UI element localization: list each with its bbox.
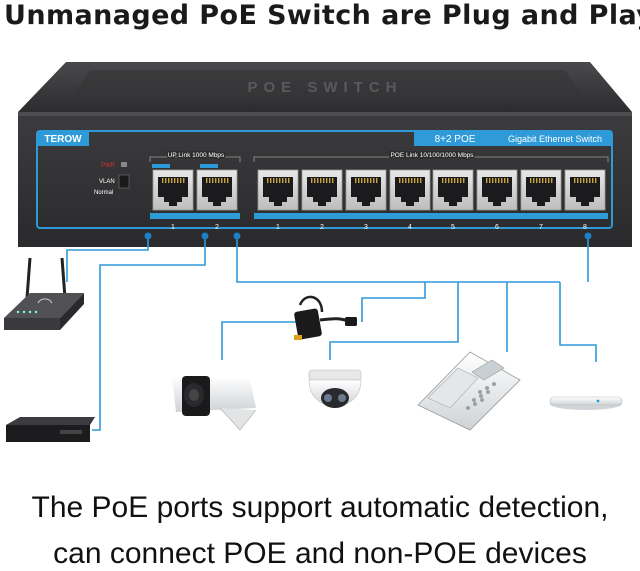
ip-phone-icon	[417, 351, 521, 431]
poe-port[interactable]	[432, 169, 474, 211]
nvr-recorder-icon	[6, 417, 95, 442]
poe-group: POE Link 10/100/1000 Mbps	[253, 151, 609, 219]
poe-number: 5	[451, 224, 455, 231]
poe-number: 3	[364, 224, 368, 231]
caption-line-1: The PoE ports support automatic detectio…	[31, 491, 609, 524]
port-numbers: 1 2 1 2 3 4 5 6 7 8	[171, 224, 587, 231]
headline: Unmanaged PoE Switch are Plug and Play	[4, 0, 640, 31]
wifi-router-icon	[4, 257, 84, 330]
port-row	[152, 169, 606, 211]
pwr-led	[121, 162, 127, 167]
poe-port[interactable]	[476, 169, 518, 211]
poe-port[interactable]	[564, 169, 606, 211]
uplink-number: 2	[215, 224, 219, 231]
switch-front-panel: TEROW 8+2 POE Gigabit Ethernet Switch	[36, 130, 613, 229]
poe-number: 1	[276, 224, 280, 231]
poe-port[interactable]	[345, 169, 387, 211]
uplink-label: UP Link 1000 Mbps	[168, 152, 225, 159]
poe-label: POE Link 10/100/1000 Mbps	[390, 152, 474, 159]
switch-top-label: POE SWITCH	[247, 79, 402, 96]
uplink-number: 1	[171, 224, 175, 231]
connection-lines	[66, 236, 597, 431]
status-indicators: PWR VLAN Normal	[94, 162, 130, 196]
switch-description: Gigabit Ethernet Switch	[508, 134, 602, 144]
dome-camera-icon	[308, 369, 362, 408]
poe-port[interactable]	[389, 169, 431, 211]
brand-logo: TEROW	[44, 134, 82, 145]
uplink-group: UP Link 1000 Mbps	[149, 151, 241, 219]
poe-port[interactable]	[257, 169, 299, 211]
poe-number: 4	[408, 224, 412, 231]
access-point-icon	[549, 396, 623, 410]
uplink-port[interactable]	[152, 169, 194, 211]
switch-housing: POE SWITCH	[18, 62, 632, 247]
vlan-label: VLAN	[99, 179, 115, 185]
bullet-camera-icon	[172, 376, 257, 431]
poe-splitter-icon	[294, 295, 357, 340]
poe-port[interactable]	[520, 169, 562, 211]
pwr-label: PWR	[101, 163, 116, 169]
uplink-port[interactable]	[196, 169, 238, 211]
caption-line-2: can connect POE and non-POE devices	[53, 537, 587, 570]
normal-label: Normal	[94, 190, 113, 196]
poe-number: 7	[539, 224, 543, 231]
vlan-toggle[interactable]	[118, 174, 130, 189]
poe-number: 2	[320, 224, 324, 231]
poe-number: 8	[583, 224, 587, 231]
model-label: 8+2 POE	[435, 134, 476, 145]
poe-port[interactable]	[301, 169, 343, 211]
poe-number: 6	[495, 224, 499, 231]
connection-dots	[144, 232, 592, 240]
